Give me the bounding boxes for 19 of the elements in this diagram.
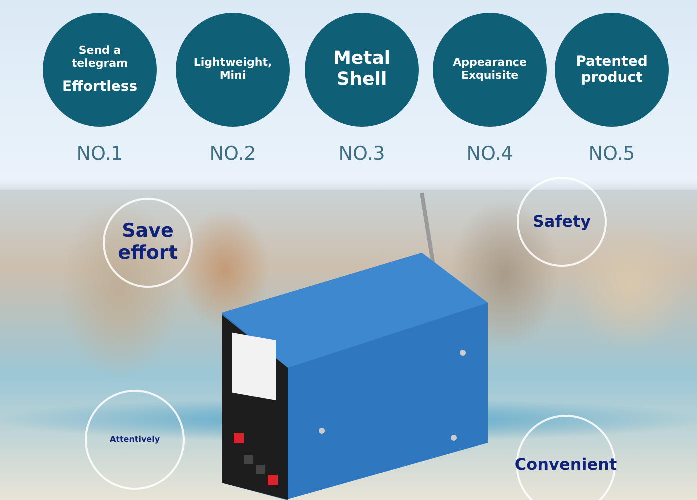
bubble-circle [103,198,193,288]
feature-text: Appearance Exquisite [452,57,528,83]
feature-number: NO.2 [208,143,258,165]
feature-number: NO.1 [76,143,124,165]
bubble-circle [517,177,607,267]
feature-text: Convenient [514,456,618,474]
feature-number: NO.3 [338,143,386,165]
feature-text: Attentively [110,435,160,445]
feature-text: Metal Shell [332,49,392,91]
feature-text: Effortless [62,78,138,95]
feature-text: Safety [532,212,592,232]
feature-text: Save effort [117,221,179,265]
feature-number: NO.4 [466,143,514,165]
feature-text: Patented product [575,54,649,86]
feature-text: Lightweight, Mini [192,57,274,83]
feature-text: Send a telegram [70,45,130,71]
bubble-circle [85,390,185,490]
bubble-circle [516,415,616,500]
feature-number: NO.5 [588,143,636,165]
